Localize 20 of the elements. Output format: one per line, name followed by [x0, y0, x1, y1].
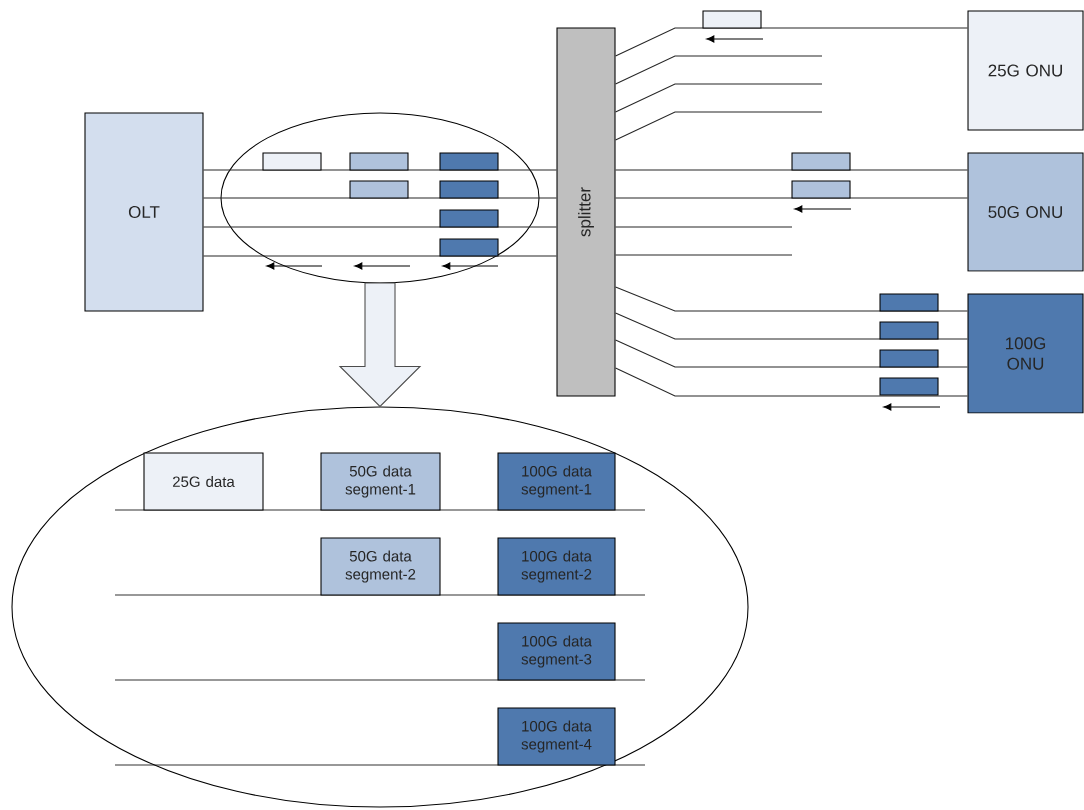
- data-box: 100G data segment-2: [497, 537, 616, 596]
- device-box: 50G ONU: [967, 152, 1084, 272]
- data-box: 50G data segment-2: [320, 537, 441, 596]
- fiber-line: [615, 111, 823, 141]
- data-box: 50G data segment-1: [320, 452, 441, 511]
- zoom-ellipse: [11, 406, 749, 808]
- fiber-line: [615, 55, 823, 85]
- fiber-line: [615, 254, 793, 256]
- block-arrow: [338, 282, 422, 408]
- data-box: 25G data: [143, 452, 264, 511]
- splitter-box: splitter: [556, 27, 616, 397]
- fiber-line: [615, 226, 793, 228]
- data-box: 100G data segment-1: [497, 452, 616, 511]
- data-box: 100G data segment-4: [497, 707, 616, 766]
- device-box: 25G ONU: [967, 10, 1084, 131]
- data-box: 100G data segment-3: [497, 622, 616, 681]
- fiber-line: [615, 83, 823, 113]
- fiber-line: [615, 367, 968, 397]
- device-box: 100G ONU: [967, 293, 1084, 414]
- device-box: OLT: [84, 112, 204, 312]
